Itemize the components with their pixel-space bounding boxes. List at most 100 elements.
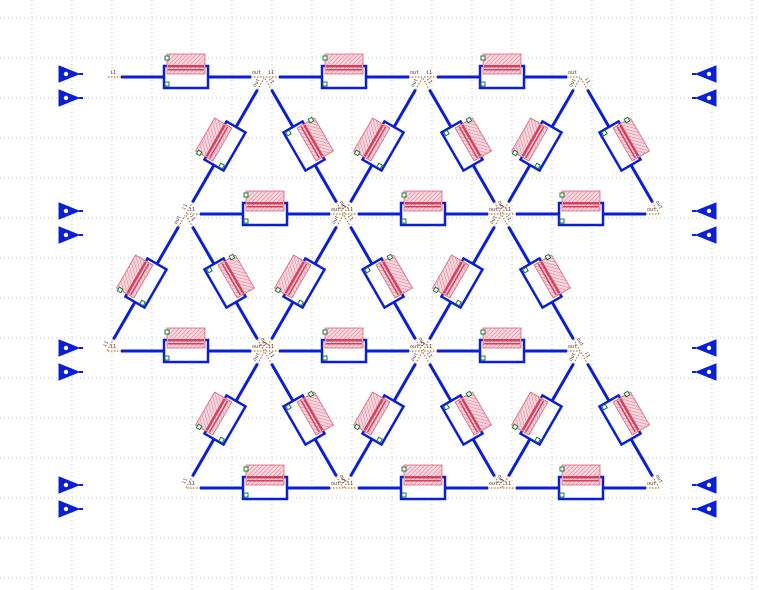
io-port-icon[interactable]	[692, 226, 717, 244]
pin-tab[interactable]	[465, 390, 473, 398]
pin-tab[interactable]	[480, 55, 486, 61]
pin-tab[interactable]	[322, 55, 328, 61]
pin-tab[interactable]	[353, 423, 361, 431]
pin-tab[interactable]	[243, 466, 249, 472]
io-port-icon[interactable]	[692, 89, 717, 107]
pin-tab[interactable]	[274, 286, 282, 294]
pin-tab[interactable]	[139, 299, 146, 307]
pin-tab[interactable]	[511, 423, 519, 431]
pin-tab[interactable]	[534, 162, 541, 170]
pin-tab[interactable]	[285, 403, 292, 411]
io-port-icon[interactable]	[692, 339, 717, 357]
pin-tab[interactable]	[243, 192, 249, 198]
pin-tab[interactable]	[511, 149, 519, 157]
pin-tab[interactable]	[322, 355, 328, 361]
pin-tab[interactable]	[164, 355, 170, 361]
pin-tab[interactable]	[544, 253, 552, 261]
pin-tab[interactable]	[443, 403, 450, 411]
io-port-icon[interactable]	[58, 89, 83, 107]
pin-tab[interactable]	[243, 218, 249, 224]
pin-tab[interactable]	[480, 329, 486, 335]
io-port-icon[interactable]	[692, 363, 717, 381]
pin-tab[interactable]	[443, 129, 450, 137]
pin-tab[interactable]	[376, 162, 383, 170]
pin-tab[interactable]	[228, 253, 236, 261]
pin-tab[interactable]	[164, 55, 170, 61]
io-port-icon[interactable]	[58, 500, 83, 518]
pin-tab[interactable]	[480, 81, 486, 87]
io-port-icon[interactable]	[58, 363, 83, 381]
pin-tab[interactable]	[116, 286, 124, 294]
io-port-icon[interactable]	[692, 500, 717, 518]
pin-tab[interactable]	[559, 466, 565, 472]
pin-tab[interactable]	[623, 116, 631, 124]
pin-tab[interactable]	[401, 218, 407, 224]
pin-tab[interactable]	[534, 436, 541, 444]
pin-tab[interactable]	[376, 436, 383, 444]
pin-tab[interactable]	[432, 286, 440, 294]
pin-tab[interactable]	[601, 129, 608, 137]
pin-tab[interactable]	[401, 466, 407, 472]
io-port-icon[interactable]	[692, 476, 717, 494]
pin-tab[interactable]	[307, 116, 315, 124]
pin-tab[interactable]	[353, 149, 361, 157]
pin-tab[interactable]	[559, 218, 565, 224]
pin-tab[interactable]	[465, 116, 473, 124]
pin-tab[interactable]	[164, 329, 170, 335]
pin-tab[interactable]	[401, 492, 407, 498]
pin-tab[interactable]	[195, 149, 203, 157]
pin-tab[interactable]	[522, 266, 529, 274]
pin-tab[interactable]	[307, 390, 315, 398]
ports-layer[interactable]	[58, 65, 717, 518]
pin-tab[interactable]	[480, 355, 486, 361]
pin-tab[interactable]	[455, 299, 462, 307]
io-port-icon[interactable]	[58, 476, 83, 494]
pin-tab[interactable]	[218, 436, 225, 444]
pin-tab[interactable]	[364, 266, 371, 274]
pin-tab[interactable]	[285, 129, 292, 137]
pin-tab[interactable]	[623, 390, 631, 398]
io-port-icon[interactable]	[58, 65, 83, 83]
pin-tab[interactable]	[559, 192, 565, 198]
io-port-icon[interactable]	[58, 339, 83, 357]
pin-tab[interactable]	[601, 403, 608, 411]
io-port-icon[interactable]	[58, 226, 83, 244]
pin-tab[interactable]	[164, 81, 170, 87]
pin-tab[interactable]	[386, 253, 394, 261]
pin-tab[interactable]	[206, 266, 213, 274]
io-port-icon[interactable]	[58, 202, 83, 220]
pin-tab[interactable]	[195, 423, 203, 431]
io-port-icon[interactable]	[692, 65, 717, 83]
